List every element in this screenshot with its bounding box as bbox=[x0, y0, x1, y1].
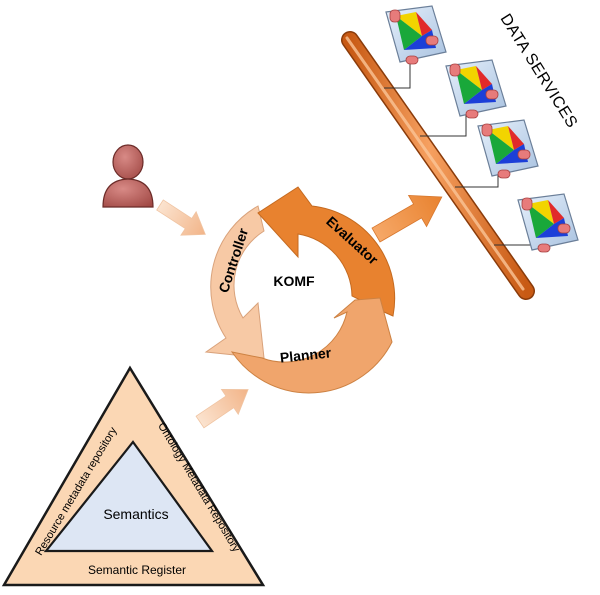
planner-label: Planner bbox=[279, 344, 332, 365]
cycle-to-services-arrow bbox=[371, 194, 443, 243]
semantics-inner-triangle bbox=[43, 440, 215, 553]
planner-segment bbox=[230, 297, 393, 394]
data-service-device bbox=[385, 5, 447, 65]
komf-label: KOMF bbox=[273, 273, 315, 289]
user-icon bbox=[102, 144, 154, 208]
data-service-device bbox=[517, 193, 579, 253]
komf-cycle: Controller Evaluator Planner KOMF bbox=[204, 186, 396, 394]
semantic-register-label: Semantic Register bbox=[88, 563, 186, 577]
controller-segment bbox=[204, 205, 265, 359]
data-service-device bbox=[445, 59, 507, 119]
data-services-title: DATA SERVICES bbox=[497, 11, 581, 131]
semantics-center-label: Semantics bbox=[103, 506, 168, 522]
data-service-device bbox=[477, 119, 539, 179]
data-services-bus bbox=[341, 31, 535, 300]
user-to-cycle-arrow bbox=[156, 199, 206, 236]
semantics-to-cycle-arrow bbox=[195, 389, 249, 429]
